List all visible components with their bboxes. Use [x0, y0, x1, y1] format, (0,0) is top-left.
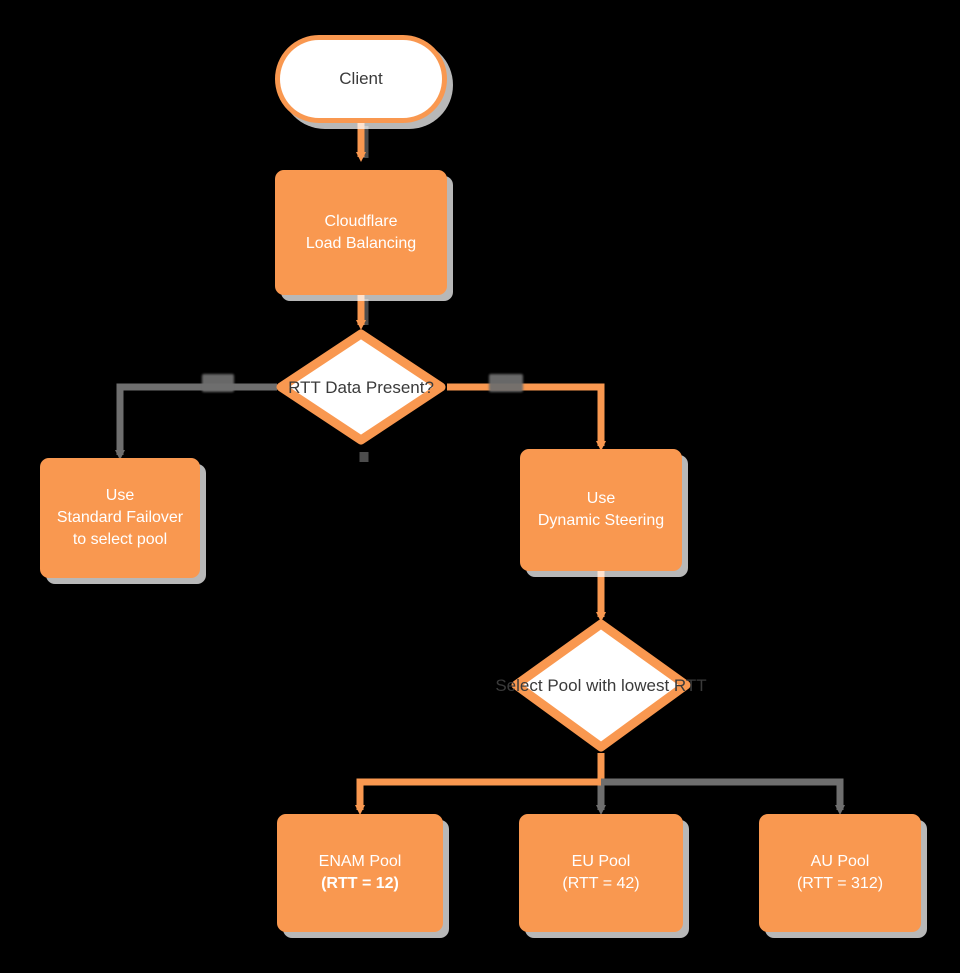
node-client-label: Client — [339, 69, 383, 88]
diamond-shape — [511, 619, 691, 752]
edge-label-no: No — [202, 374, 234, 392]
node-au-pool[interactable]: AU Pool (RTT = 312) — [759, 814, 921, 932]
node-eu-pool-label: EU Pool — [571, 853, 631, 870]
edge-decision-to-steering — [447, 383, 606, 451]
node-au-pool-rtt: (RTT = 312) — [796, 875, 884, 892]
node-cloudflare-load-balancing-label: Cloudflare Load Balancing — [305, 212, 417, 252]
node-cloudflare-load-balancing[interactable]: Cloudflare Load Balancing — [275, 170, 447, 295]
node-au-pool-text: AU Pool (RTT = 312) — [797, 851, 883, 895]
node-standard-failover[interactable]: Use Standard Failover to select pool — [40, 458, 200, 578]
node-eu-pool-text: EU Pool (RTT = 42) — [562, 851, 639, 895]
diamond-shape — [276, 329, 446, 445]
node-select-pool[interactable]: Select Pool with lowest RTT — [495, 618, 707, 753]
edge-select-to-au — [601, 778, 845, 815]
edge-select-to-enam — [355, 778, 601, 815]
node-select-pool-label: Select Pool with lowest RTT — [495, 676, 707, 695]
node-enam-pool-rtt: (RTT = 12) — [321, 875, 399, 892]
node-rtt-data-present[interactable]: RTT Data Present? — [275, 328, 447, 446]
node-dynamic-steering[interactable]: Use Dynamic Steering — [520, 449, 682, 571]
edge-decision-to-failover — [115, 383, 277, 460]
node-eu-pool-rtt: (RTT = 42) — [562, 875, 640, 892]
node-enam-pool-text: ENAM Pool (RTT = 12) — [319, 851, 402, 895]
node-standard-failover-label: Use Standard Failover to select pool — [56, 487, 184, 548]
node-au-pool-label: AU Pool — [810, 853, 870, 870]
node-eu-pool[interactable]: EU Pool (RTT = 42) — [519, 814, 683, 932]
node-enam-pool[interactable]: ENAM Pool (RTT = 12) — [277, 814, 443, 932]
node-rtt-data-present-label: RTT Data Present? — [288, 377, 434, 397]
node-dynamic-steering-label: Use Dynamic Steering — [537, 490, 665, 529]
node-enam-pool-label: ENAM Pool — [318, 853, 402, 870]
edge-label-yes: Yes — [489, 374, 523, 392]
node-client[interactable]: Client — [275, 35, 447, 123]
